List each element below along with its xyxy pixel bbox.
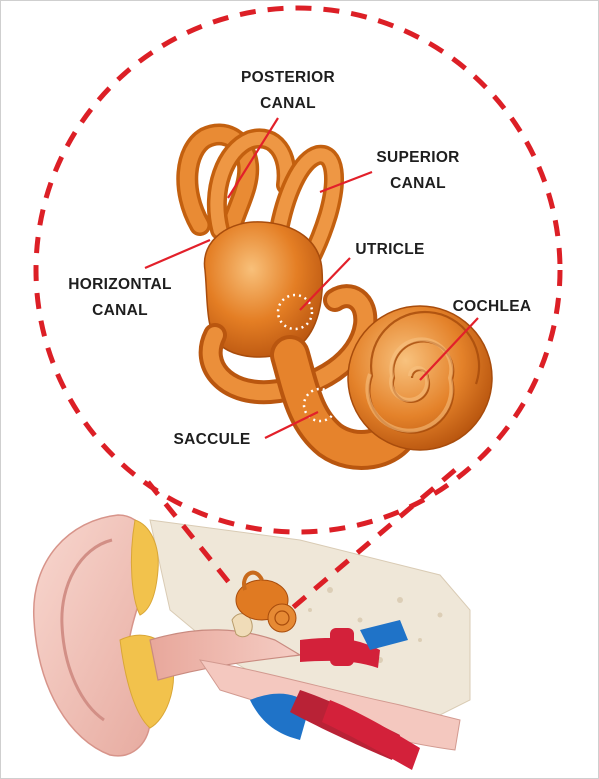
svg-text:SUPERIOR: SUPERIOR [376, 149, 459, 166]
label-horizontal-canal: HORIZONTAL CANAL [68, 276, 171, 319]
label-cochlea: COCHLEA [453, 298, 532, 315]
svg-text:UTRICLE: UTRICLE [355, 241, 424, 258]
svg-text:SACCULE: SACCULE [173, 431, 250, 448]
svg-text:HORIZONTAL: HORIZONTAL [68, 276, 171, 293]
label-saccule: SACCULE [173, 431, 250, 448]
svg-text:CANAL: CANAL [92, 302, 148, 319]
ear-cross-section-icon [34, 515, 470, 770]
label-utricle: UTRICLE [355, 241, 424, 258]
leader-horizontal-canal [145, 240, 210, 268]
svg-text:POSTERIOR: POSTERIOR [241, 69, 335, 86]
svg-text:CANAL: CANAL [390, 175, 446, 192]
label-posterior-canal: POSTERIOR CANAL [241, 69, 335, 112]
label-superior-canal: SUPERIOR CANAL [376, 149, 459, 192]
svg-text:COCHLEA: COCHLEA [453, 298, 532, 315]
inner-ear-labyrinth-icon [187, 134, 492, 450]
svg-text:CANAL: CANAL [260, 95, 316, 112]
